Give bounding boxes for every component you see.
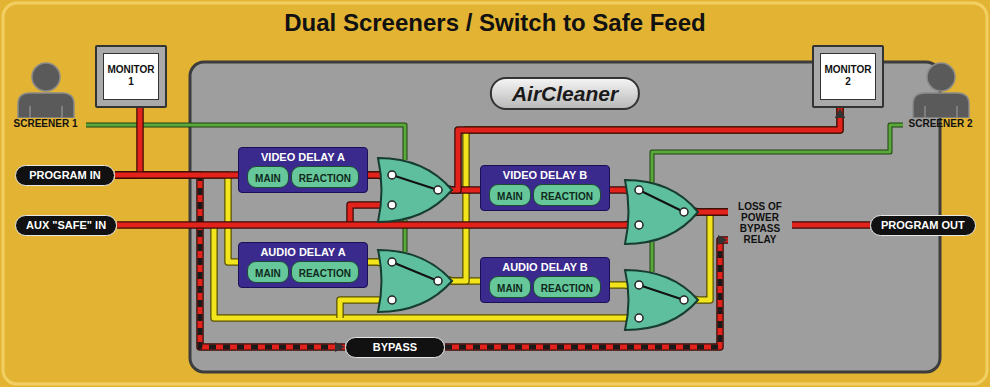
- person-figure: [14, 60, 78, 118]
- arrow-head: [718, 235, 728, 245]
- delay-stage: REACTION: [291, 261, 359, 283]
- signal-wire: [115, 108, 140, 175]
- wire-stroke: [115, 175, 238, 262]
- node-label: SCREENER 2: [903, 118, 978, 130]
- node-label: MAIN: [497, 283, 523, 294]
- node-label: REACTION: [299, 173, 351, 184]
- wire-stroke: [115, 175, 238, 262]
- node-label: PROGRAM IN: [29, 169, 101, 181]
- node-label: LOSS OF POWER BYPASS RELAY: [728, 201, 792, 245]
- wire-stroke: [368, 108, 840, 281]
- wire-stroke: [115, 108, 140, 175]
- signal-wire: [115, 175, 238, 176]
- node-label: MAIN: [255, 173, 281, 184]
- device-panel: [190, 62, 940, 372]
- signal-wire: [368, 108, 845, 281]
- input-pill: AUX "SAFE" IN: [15, 215, 117, 236]
- node-label: VIDEO DELAY A: [243, 150, 363, 164]
- audio-switch-b: [625, 270, 698, 330]
- wire-stroke: [445, 240, 728, 347]
- person-figure: [909, 60, 973, 118]
- video-switch-a: [378, 158, 452, 222]
- node-label: SCREENER 1: [8, 118, 83, 130]
- delay-box: AUDIO DELAY A MAIN REACTION: [238, 242, 368, 288]
- delay-stage: MAIN: [247, 166, 289, 188]
- node-label: AUDIO DELAY B: [485, 260, 605, 274]
- node-label: BYPASS: [373, 341, 417, 353]
- delay-stage: REACTION: [533, 184, 601, 206]
- outer-frame: [3, 3, 987, 384]
- delay-stage: MAIN: [489, 276, 531, 298]
- wire-stroke: [445, 240, 728, 347]
- arrow-head: [835, 108, 845, 118]
- output-pill: PROGRAM OUT: [870, 215, 976, 236]
- audio-switch-a: [378, 250, 452, 312]
- screener-figure: SCREENER 1: [8, 60, 83, 130]
- wire-stroke: [792, 221, 870, 229]
- delay-stage: MAIN: [247, 261, 289, 283]
- node-label: AUX "SAFE" IN: [26, 219, 106, 231]
- input-pill: PROGRAM IN: [15, 165, 115, 186]
- node-label: MONITOR 2: [820, 53, 876, 100]
- signal-wire: [445, 235, 728, 347]
- bypass-relay: LOSS OF POWER BYPASS RELAY: [728, 197, 792, 245]
- arrow-head: [335, 342, 345, 352]
- delay-stage: MAIN: [489, 184, 531, 206]
- monitor-box: MONITOR 1: [95, 45, 167, 108]
- delay-box: VIDEO DELAY A MAIN REACTION: [238, 147, 368, 193]
- video-switch-b: [625, 180, 698, 244]
- wire-stroke: [445, 240, 728, 347]
- wire-stroke: [115, 171, 238, 179]
- node-label: MAIN: [497, 191, 523, 202]
- wire-stroke: [792, 223, 870, 228]
- wire-stroke: [115, 108, 140, 175]
- wire-stroke: [368, 108, 840, 281]
- node-label: MAIN: [255, 268, 281, 279]
- screener-figure: SCREENER 2: [903, 60, 978, 130]
- node-label: PROGRAM OUT: [881, 219, 965, 231]
- node-label: REACTION: [541, 191, 593, 202]
- node-label: REACTION: [541, 283, 593, 294]
- delay-box: VIDEO DELAY B MAIN REACTION: [480, 165, 610, 211]
- screener-control-lines: [86, 125, 903, 272]
- signal-wire: [115, 175, 238, 262]
- delay-stage: REACTION: [291, 166, 359, 188]
- node-label: REACTION: [299, 268, 351, 279]
- bypass-pill: BYPASS: [345, 337, 445, 358]
- node-label: MONITOR 1: [103, 53, 159, 100]
- signal-wire: [792, 225, 870, 226]
- logo-text: AirCleaner: [490, 77, 640, 110]
- delay-stage: REACTION: [533, 276, 601, 298]
- node-label: VIDEO DELAY B: [485, 168, 605, 182]
- wire-stroke: [115, 173, 238, 178]
- monitor-box: MONITOR 2: [812, 45, 884, 108]
- device-panel: AirCleanerVIDEO DELAY AMAINREACTIONAUDIO…: [190, 62, 940, 372]
- delay-box: AUDIO DELAY B MAIN REACTION: [480, 257, 610, 303]
- node-label: AUDIO DELAY A: [243, 245, 363, 259]
- diagram-title: Dual Screeners / Switch to Safe Feed: [0, 9, 990, 37]
